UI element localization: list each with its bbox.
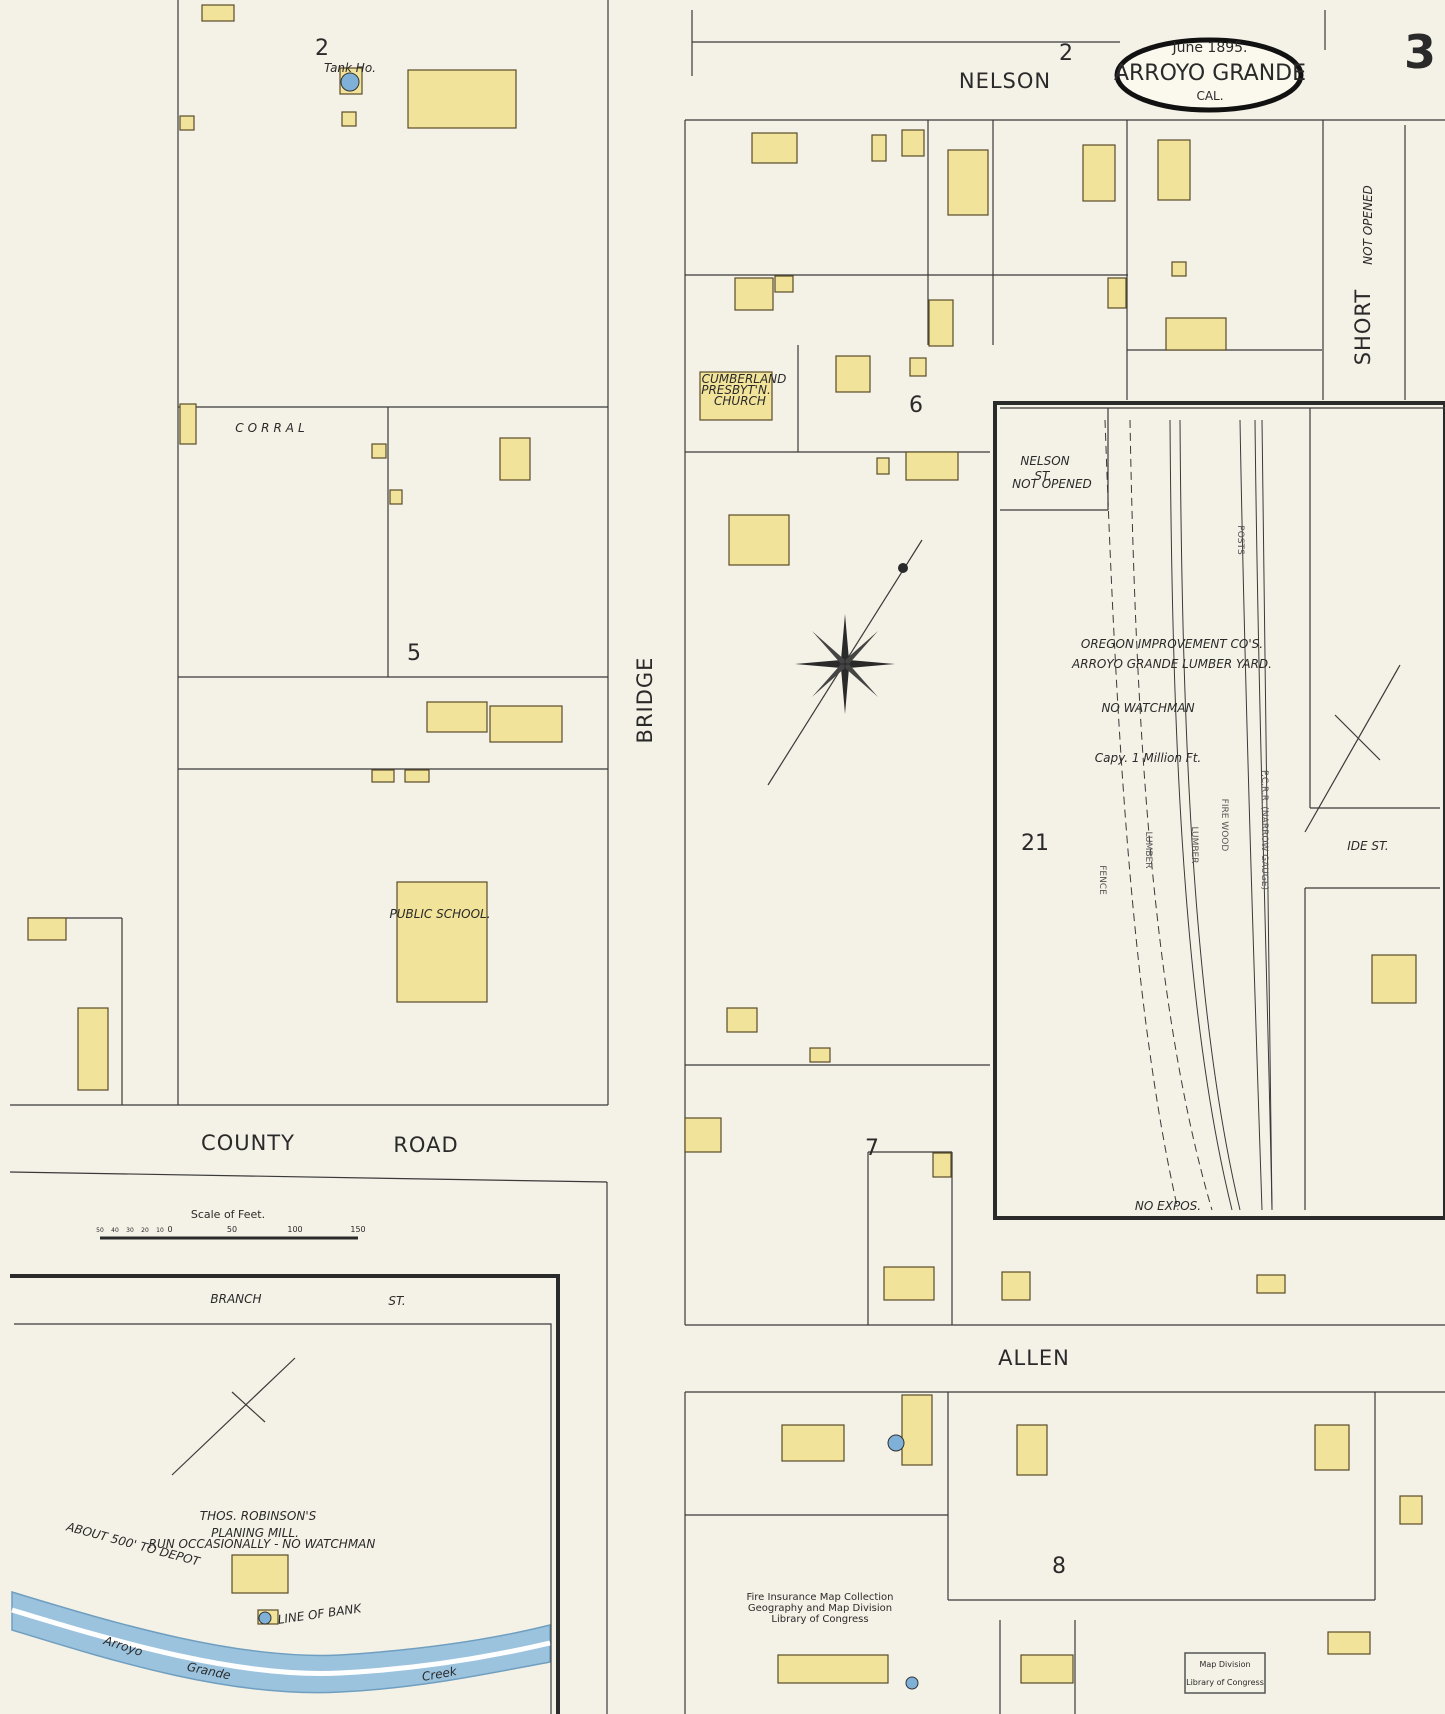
church-label-1: CUMBERLAND: [702, 372, 787, 386]
scale-tick-label: 40: [111, 1227, 119, 1234]
block-outlines: [9, 0, 1445, 1714]
block-21: 21: [1021, 831, 1049, 856]
lumber-col-posts: POSTS: [1235, 525, 1245, 555]
scale-title: Scale of Feet.: [191, 1208, 265, 1221]
compass-rose: [767, 539, 923, 786]
school-label: PUBLIC SCHOOL.: [389, 907, 490, 921]
street-nelson-st-2: ST.: [1034, 469, 1051, 483]
stamp-box-line-2: Library of Congress: [1186, 1678, 1264, 1687]
scale-tick-label: 30: [126, 1227, 134, 1234]
north-arrow-mill: [171, 1357, 296, 1476]
planing-mill-inset-frame: [10, 1274, 560, 1714]
tank-house-label: Tank Ho.: [324, 61, 376, 75]
stamp-line-3: Library of Congress: [771, 1614, 868, 1625]
street-short: SHORT: [1351, 289, 1375, 366]
title-cartouche: June 1895. ARROYO GRANDE CAL.: [1114, 37, 1306, 113]
scale-tick-label: 50: [227, 1225, 237, 1234]
lumber-yard-watchman: NO WATCHMAN: [1101, 701, 1194, 715]
corral-label: CORRAL: [235, 421, 308, 435]
rail-tracks: [1104, 419, 1273, 1211]
street-nelson-st-note: NOT OPENED: [1012, 477, 1092, 491]
street-short-note: NOT OPENED: [1361, 185, 1375, 265]
block-5: 5: [407, 641, 421, 666]
title-place: ARROYO GRANDE: [1114, 61, 1306, 86]
sheet-number: 3: [1404, 25, 1436, 79]
street-bridge: BRIDGE: [633, 657, 657, 744]
scale-tick-label: 10: [156, 1227, 164, 1234]
street-ide: IDE ST.: [1347, 839, 1389, 853]
scale-tick-label: 0: [167, 1225, 172, 1234]
lumber-yard-inset-frame: [993, 401, 1445, 1220]
title-date: June 1895.: [1171, 40, 1247, 56]
street-county: COUNTY: [201, 1131, 295, 1155]
lumber-yard-exposure: NO EXPOS.: [1135, 1199, 1201, 1213]
creek-label-3: Creek: [421, 1664, 459, 1684]
street-nelson: NELSON: [959, 69, 1051, 93]
lumber-yard-name: OREGON IMPROVEMENT CO'S.: [1081, 637, 1263, 651]
street-allen: ALLEN: [998, 1346, 1070, 1370]
lumber-col-firewood: FIRE WOOD: [1219, 799, 1229, 852]
stamp-box-line-1: Map Division: [1199, 1660, 1250, 1669]
title-state: CAL.: [1196, 89, 1223, 103]
library-stamp: Fire Insurance Map Collection Geography …: [746, 1592, 893, 1625]
lumber-col-fence: FENCE: [1097, 865, 1107, 895]
map-division-stamp: Map Division Library of Congress: [1184, 1652, 1266, 1694]
lumber-col-lumber-1: LUMBER: [1143, 831, 1153, 868]
street-branch-st: ST.: [388, 1294, 405, 1308]
stamp-line-1: Fire Insurance Map Collection: [746, 1592, 893, 1603]
creek-center-line: [11, 1607, 551, 1676]
block-6: 6: [909, 393, 923, 418]
water-tanks: [258, 72, 919, 1690]
mill-name: PLANING MILL.: [211, 1526, 299, 1540]
scale-tick-label: 50: [96, 1227, 104, 1234]
lumber-yard-subname: ARROYO GRANDE LUMBER YARD.: [1071, 657, 1272, 671]
block-2-left: 2: [315, 36, 329, 61]
buildings: [27, 4, 1423, 1684]
stamp-line-2: Geography and Map Division: [748, 1603, 892, 1614]
lumber-yard-capacity: Capy. 1 Million Ft.: [1095, 751, 1201, 765]
mill-owner: THOS. ROBINSON'S: [200, 1509, 317, 1523]
street-road: ROAD: [393, 1133, 458, 1157]
block-7: 7: [865, 1136, 879, 1161]
mill-note: RUN OCCASIONALLY - NO WATCHMAN: [149, 1537, 376, 1551]
scale-tick-label: 20: [141, 1227, 149, 1234]
church-label-3: CHURCH: [714, 394, 766, 408]
lumber-col-railroad: P.C.R.R. (NARROW GAUGE): [1259, 770, 1269, 890]
scale-tick-label: 150: [350, 1225, 365, 1234]
lumber-col-lumber-2: LUMBER: [1189, 826, 1199, 863]
street-branch: BRANCH: [210, 1292, 261, 1306]
block-2-right: 2: [1059, 41, 1073, 66]
block-8: 8: [1052, 1554, 1066, 1579]
scale-tick-label: 100: [287, 1225, 302, 1234]
north-arrow-east: [1304, 664, 1401, 833]
church-label-2: PRESBYT'N.: [701, 383, 771, 397]
street-nelson-st: NELSON: [1020, 454, 1069, 468]
